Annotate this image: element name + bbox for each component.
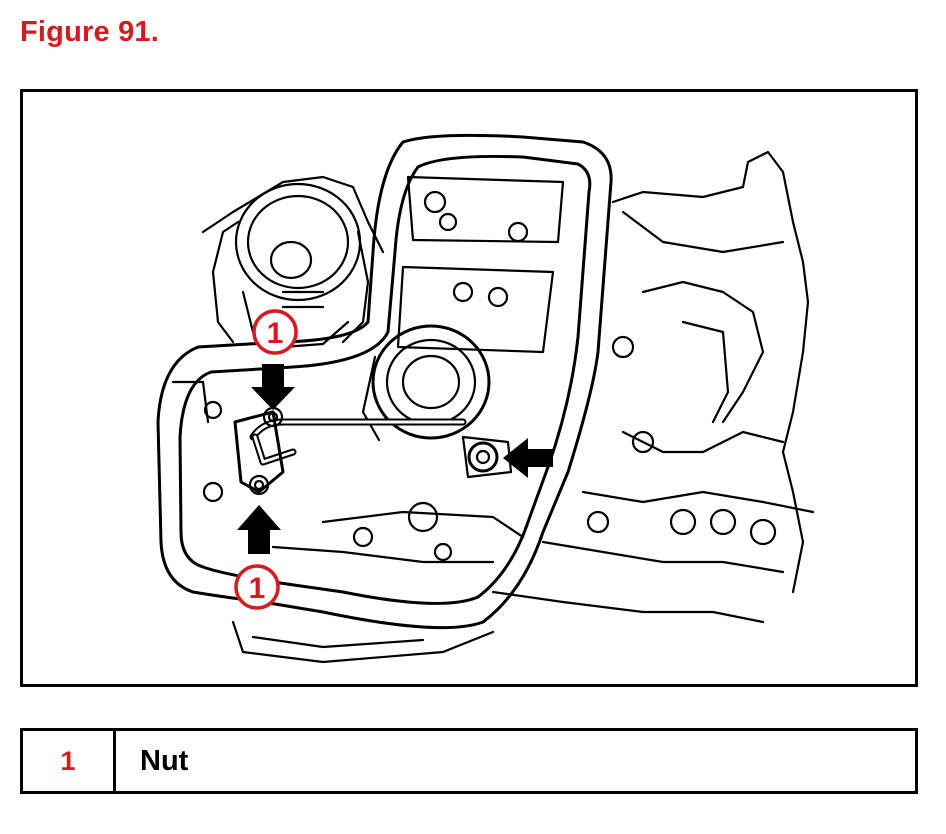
callout-bottom: 1 xyxy=(234,564,280,610)
legend-table: 1 Nut xyxy=(20,728,918,794)
legend-number: 1 xyxy=(23,731,116,791)
callout-top: 1 xyxy=(252,309,298,355)
arrow-left-icon xyxy=(503,438,553,478)
engine-illustration: 1 1 xyxy=(156,133,815,664)
arrow-up-icon xyxy=(237,505,281,554)
callout-number: 1 xyxy=(267,317,284,350)
figure-title: Figure 91. xyxy=(20,16,159,48)
arrow-down-icon xyxy=(251,364,295,410)
diagram-frame: 1 1 xyxy=(20,89,918,687)
legend-description: Nut xyxy=(140,744,189,777)
callout-number: 1 xyxy=(249,572,266,605)
